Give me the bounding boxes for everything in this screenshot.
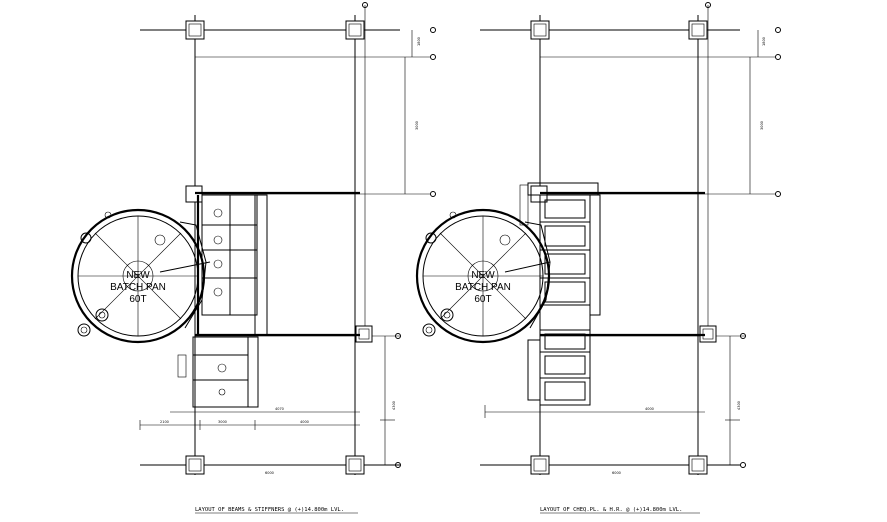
right-equipment-label-line3: 60T (474, 294, 491, 305)
left-equipment-label-line1: NEW (126, 270, 150, 281)
svg-text:1800: 1800 (417, 37, 421, 46)
svg-text:2100: 2100 (160, 420, 169, 424)
left-beams (195, 191, 360, 337)
svg-text:4000: 4000 (645, 407, 654, 411)
svg-text:4070: 4070 (275, 407, 284, 411)
svg-text:4300: 4300 (392, 401, 396, 410)
right-dimensions: 3000 1800 4300 4000 6000 (484, 30, 766, 475)
right-plan-title: LAYOUT OF CHEQ.PL. & H.R. @ (+)14.800m L… (540, 507, 682, 513)
left-equipment-label-line2: BATCH PAN (110, 282, 166, 293)
right-plan: 3000 1800 4300 4000 6000 (415, 2, 781, 514)
svg-text:3000: 3000 (415, 121, 419, 130)
right-columns (530, 20, 717, 475)
right-grid-bubbles (705, 2, 781, 468)
left-equipment-label-line3: 60T (129, 294, 146, 305)
left-dimensions: 3000 1800 4300 2100 3000 4000 4070 6000 (139, 30, 421, 475)
right-grid (480, 5, 775, 475)
svg-text:4000: 4000 (300, 420, 309, 424)
left-grid (140, 5, 430, 475)
left-columns (185, 20, 373, 475)
left-batch-pan: NEW BATCH PAN 60T (70, 208, 211, 344)
right-equipment-label-line2: BATCH PAN (455, 282, 511, 293)
right-chequered-plates (519, 182, 601, 406)
right-equipment-label-line1: NEW (471, 270, 495, 281)
right-batch-pan: NEW BATCH PAN 60T (415, 208, 551, 344)
svg-text:4300: 4300 (737, 401, 741, 410)
svg-text:1800: 1800 (762, 37, 766, 46)
left-plan-title: LAYOUT OF BEAMS & STIFFNERS @ (+)14.800m… (195, 507, 344, 513)
svg-text:3000: 3000 (218, 420, 227, 424)
left-grid-bubbles (362, 2, 436, 468)
left-stiffener-cells (177, 194, 268, 408)
svg-text:6000: 6000 (612, 471, 621, 475)
svg-text:6000: 6000 (265, 471, 274, 475)
svg-text:3000: 3000 (760, 121, 764, 130)
left-plan: 3000 1800 4300 2100 3000 4000 4070 6000 (70, 2, 436, 514)
right-beams (540, 191, 705, 337)
